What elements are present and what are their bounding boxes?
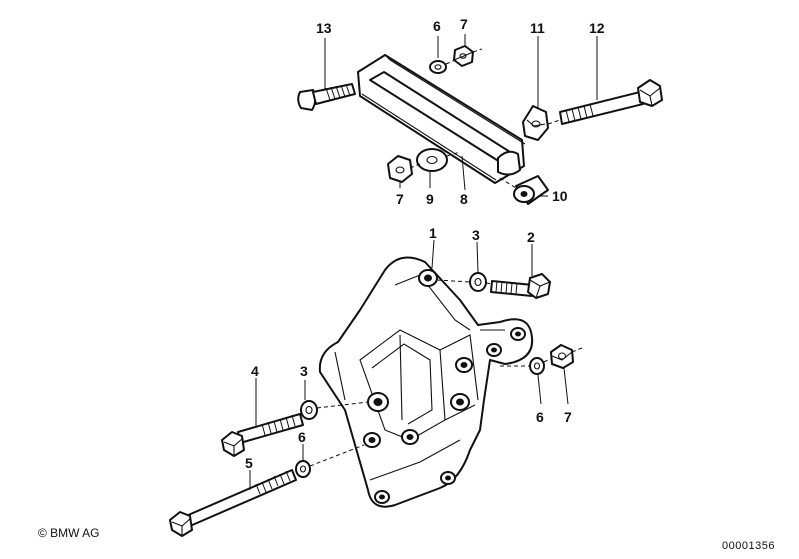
callout-1: 1: [429, 225, 437, 241]
callout-11: 11: [530, 20, 545, 36]
callout-9: 9: [426, 191, 434, 207]
nut-7-right: [550, 344, 574, 369]
mounting-bracket-1: [318, 256, 534, 508]
hex-bolt-12: [559, 79, 663, 125]
nut-11: [522, 105, 549, 141]
callout-7-right: 7: [564, 409, 572, 425]
callout-5: 5: [245, 455, 253, 471]
document-number: 00001356: [722, 540, 775, 552]
callout-8: 8: [460, 191, 468, 207]
washer-6-top: [429, 60, 447, 74]
callout-7-upper-left: 7: [396, 191, 404, 207]
callout-12: 12: [589, 20, 605, 36]
washer-6-lower: [295, 460, 311, 478]
callout-6-top: 6: [433, 18, 441, 34]
hex-bolt-5: [169, 469, 297, 537]
callout-13: 13: [316, 20, 332, 36]
callout-10: 10: [552, 188, 568, 204]
carriage-bolt-13: [297, 83, 356, 111]
adjusting-bracket-8: [357, 54, 526, 184]
callout-4: 4: [251, 363, 259, 379]
leader-lines: [249, 34, 598, 490]
callout-6-right: 6: [536, 409, 544, 425]
callout-2: 2: [527, 229, 535, 245]
copyright-notice: © BMW AG: [38, 526, 100, 540]
washer-3-upper: [469, 272, 487, 292]
callout-3-upper: 3: [472, 227, 480, 243]
callout-6-lower: 6: [298, 429, 306, 445]
washer-3-lower: [300, 400, 318, 420]
nut-7-top: [453, 45, 474, 67]
bushing-9: [416, 148, 448, 172]
hex-bolt-2: [490, 273, 551, 299]
callout-7-top: 7: [460, 16, 468, 32]
washer-6-right: [529, 357, 545, 375]
hex-bolt-4: [221, 413, 304, 457]
callouts: 13 6 7 11 12 7 9 8 10 1 3 2 4 3 6 7 6 5: [245, 16, 605, 471]
nut-7-upper-left: [387, 155, 413, 183]
callout-3-lower: 3: [300, 363, 308, 379]
rubber-bush-10: [513, 175, 549, 205]
